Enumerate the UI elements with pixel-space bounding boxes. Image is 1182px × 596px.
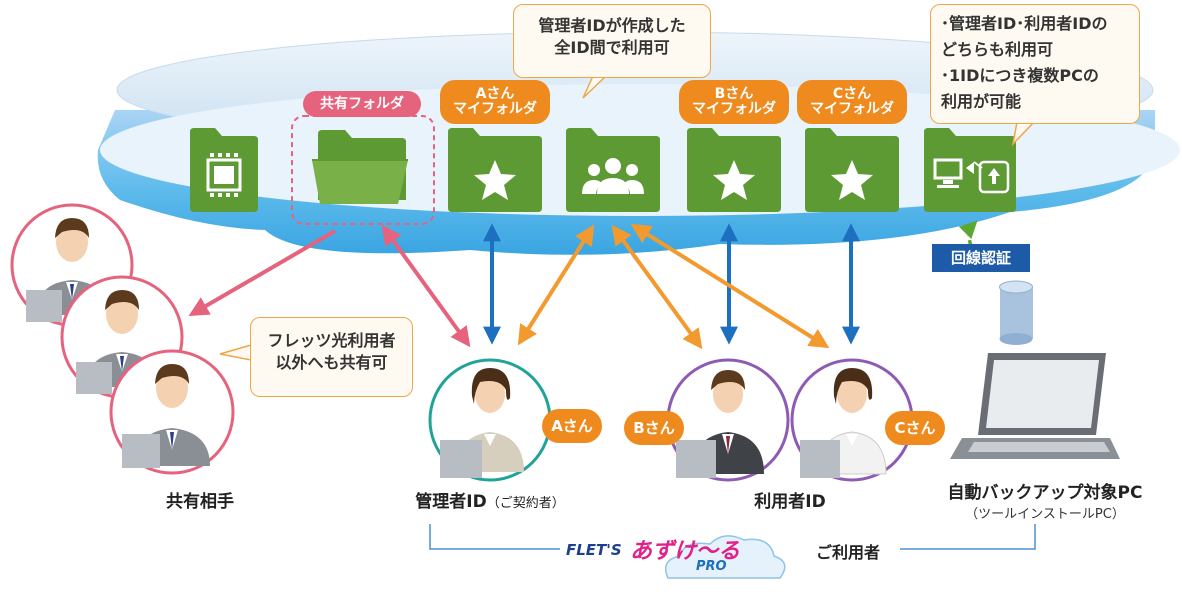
label-a-mine: Aさんマイフォルダ bbox=[440, 80, 550, 124]
label-shared-folder: 共有フォルダ bbox=[303, 91, 421, 117]
line-auth-badge: 回線認証 bbox=[932, 244, 1030, 272]
footer-users: ご利用者 bbox=[815, 543, 880, 562]
caption-admin-main: 管理者ID bbox=[415, 492, 487, 512]
brand-logo: FLET'S あずけ〜る PRO bbox=[566, 535, 796, 585]
folder-group bbox=[566, 128, 660, 212]
caption-admin: 管理者ID（ご契約者） bbox=[390, 487, 590, 512]
caption-backup-sub: （ツールインストールPC） bbox=[965, 507, 1125, 522]
folder-video bbox=[190, 128, 258, 212]
tag-a: Aさん bbox=[542, 409, 602, 443]
folder-a-mine bbox=[448, 128, 542, 212]
laptop-icon bbox=[950, 353, 1120, 459]
folder-pc-sync bbox=[924, 128, 1016, 212]
avatar-user-c bbox=[790, 358, 914, 482]
brand-jp: あずけ〜る bbox=[630, 539, 741, 564]
bracket-right bbox=[900, 524, 1036, 550]
tag-b: Bさん bbox=[624, 411, 684, 445]
avatar-share-3 bbox=[109, 349, 235, 475]
caption-admin-sub: （ご契約者） bbox=[486, 496, 565, 511]
callout-backup-pc: ･管理者ID･利用者IDの どちらも利用可 ･1IDにつき複数PCの 利用が可能 bbox=[930, 4, 1140, 124]
avatar-user-b bbox=[666, 358, 790, 482]
label-c-mine: Cさんマイフォルダ bbox=[797, 80, 907, 124]
folder-c-mine bbox=[805, 128, 899, 212]
label-b-mine: Bさんマイフォルダ bbox=[679, 80, 789, 124]
database-icon bbox=[999, 280, 1033, 345]
logo-cloud bbox=[665, 535, 786, 579]
caption-backup-main: 自動バックアップ対象PC bbox=[947, 483, 1143, 503]
tag-c: Cさん bbox=[885, 411, 945, 445]
caption-share-partner: 共有相手 bbox=[166, 492, 234, 512]
brand-pro: PRO bbox=[696, 559, 727, 574]
shared-folder bbox=[291, 115, 435, 225]
bracket-left bbox=[429, 524, 560, 550]
callout-admin-shared: 管理者IDが作成した 全ID間で利用可 bbox=[513, 4, 711, 78]
arrows bbox=[188, 220, 978, 350]
folder-b-mine bbox=[687, 128, 781, 212]
callout-tail-share bbox=[219, 344, 252, 361]
avatar-admin-a bbox=[428, 358, 552, 482]
caption-user: 利用者ID bbox=[754, 492, 826, 512]
brand-en: FLET'S bbox=[566, 541, 622, 559]
callout-share-partner: フレッツ光利用者 以外へも共有可 bbox=[250, 317, 413, 397]
